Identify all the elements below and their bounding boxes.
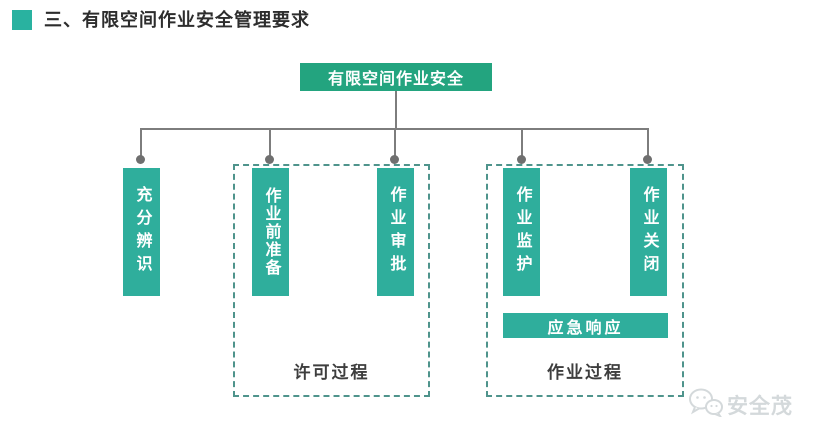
connector-drop-4 [521,130,523,157]
branch-bar-identify: 充分辨识 [123,168,160,296]
wechat-chat-bubbles-icon [688,387,724,422]
page-title: 三、有限空间作业安全管理要求 [44,10,310,30]
emergency-response-bar: 应急响应 [503,313,668,338]
watermark-brand: 安全茂 [727,394,793,418]
connector-node-dot [517,155,526,164]
branch-bar-monitoring: 作业监护 [503,168,540,296]
group-label-operation: 作业过程 [547,363,623,382]
connector-horizontal [140,128,649,130]
title-bullet-square [12,10,32,30]
watermark: 安全茂 [688,387,793,422]
root-node: 有限空间作业安全 [300,63,492,91]
connector-node-dot [643,155,652,164]
connector-drop-1 [140,130,142,157]
branch-bar-closure: 作业关闭 [630,168,667,296]
connector-drop-5 [647,130,649,157]
connector-node-dot [265,155,274,164]
group-label-permit: 许可过程 [293,363,370,382]
connector-root-vertical [395,91,397,128]
connector-node-dot [136,155,145,164]
permit-process-group: 许可过程 [233,164,430,397]
operation-process-group: 作业过程 [486,164,684,397]
connector-drop-3 [394,130,396,157]
branch-bar-approval: 作业审批 [377,168,414,296]
connector-drop-2 [269,130,271,157]
branch-bar-preparation: 作业前准备 [252,168,289,296]
connector-node-dot [390,155,399,164]
